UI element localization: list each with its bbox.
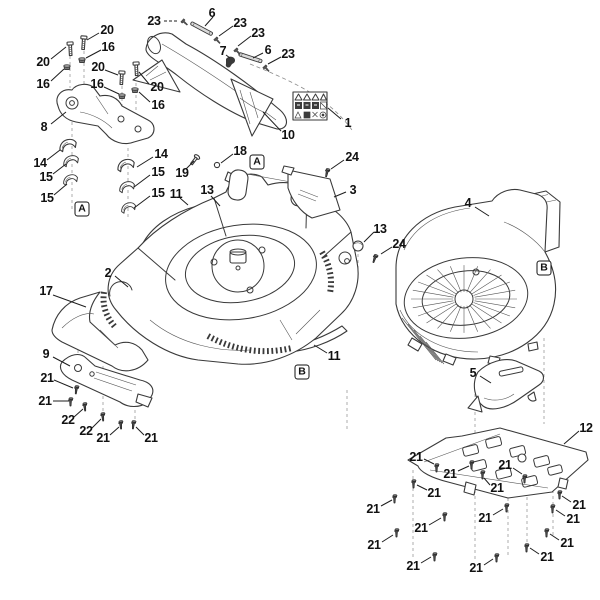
part-number-label: 16 xyxy=(151,97,165,112)
part-number-label: 15 xyxy=(39,169,53,184)
part-number-label: 13 xyxy=(373,221,387,236)
part-number-label: 24 xyxy=(392,236,406,251)
view-reference-marker-B: B xyxy=(294,364,310,380)
part-number-label: 16 xyxy=(90,76,104,91)
part-number-label: 8 xyxy=(40,119,48,134)
part-2-mower-deck xyxy=(100,169,359,365)
part-1-safety-label xyxy=(292,91,328,121)
part-number-label: 17 xyxy=(39,283,53,298)
leader-lines xyxy=(46,16,580,566)
part-number-label: 21 xyxy=(366,501,380,516)
part-number-label: 21 xyxy=(367,537,381,552)
part-number-label: 7 xyxy=(219,43,227,58)
part-number-label: 11 xyxy=(169,186,183,201)
part-number-label: 21 xyxy=(406,558,420,573)
part-number-label: 14 xyxy=(33,155,47,170)
part-number-label: 1 xyxy=(344,115,352,130)
part-number-label: 21 xyxy=(490,480,504,495)
part-number-label: 21 xyxy=(443,466,457,481)
part-number-label: 11 xyxy=(327,348,341,363)
part-number-label: 16 xyxy=(101,39,115,54)
part-13-cap xyxy=(352,240,364,252)
part-number-label: 20 xyxy=(150,79,164,94)
part-number-label: 23 xyxy=(147,13,161,28)
part-7-clip xyxy=(225,56,236,68)
part-number-label: 21 xyxy=(560,535,574,550)
part-number-label: 21 xyxy=(40,370,54,385)
part-number-label: 14 xyxy=(154,146,168,161)
part-number-label: 21 xyxy=(38,393,52,408)
part-number-label: 15 xyxy=(40,190,54,205)
part-number-label: 22 xyxy=(61,412,75,427)
part-number-label: 21 xyxy=(409,449,423,464)
part-number-label: 21 xyxy=(144,430,158,445)
view-reference-marker-A: A xyxy=(249,154,265,170)
part-number-label: 20 xyxy=(36,54,50,69)
part-number-label: 10 xyxy=(281,127,295,142)
part-number-label: 24 xyxy=(345,149,359,164)
part-number-label: 20 xyxy=(100,22,114,37)
part-number-label: 21 xyxy=(469,560,483,575)
part-8-handle-bracket xyxy=(56,83,155,145)
part-number-label: 20 xyxy=(91,59,105,74)
part-number-label: 13 xyxy=(200,182,214,197)
part-number-label: 21 xyxy=(414,520,428,535)
part-number-label: 19 xyxy=(175,165,189,180)
part-number-label: 21 xyxy=(498,457,512,472)
part-18-washer xyxy=(213,161,221,169)
part-number-label: 21 xyxy=(478,510,492,525)
part-12-guard-plate xyxy=(407,427,589,499)
part-number-label: 21 xyxy=(96,430,110,445)
part-17-side-cover xyxy=(51,291,149,372)
part-number-label: 23 xyxy=(281,46,295,61)
part-number-label: 4 xyxy=(464,195,472,210)
part-number-label: 9 xyxy=(42,346,50,361)
parts-14-15-cable-clamps xyxy=(57,137,138,215)
part-number-label: 21 xyxy=(427,485,441,500)
part-number-label: 21 xyxy=(540,549,554,564)
part-3-cover-plate xyxy=(281,165,341,219)
part-9-bracket xyxy=(59,353,154,408)
part-number-label: 5 xyxy=(469,365,477,380)
part-number-label: 3 xyxy=(349,182,357,197)
part-10-deflector-chute xyxy=(132,32,287,137)
part-number-label: 12 xyxy=(579,420,593,435)
part-number-label: 22 xyxy=(79,423,93,438)
part-number-label: 18 xyxy=(233,143,247,158)
part-number-label: 6 xyxy=(264,42,272,57)
part-4-blower-housing xyxy=(395,188,561,366)
part-number-label: 15 xyxy=(151,185,165,200)
part-number-label: 23 xyxy=(251,25,265,40)
part-number-label: 15 xyxy=(151,164,165,179)
view-reference-marker-A: A xyxy=(74,201,90,217)
part-5-bracket xyxy=(467,359,545,413)
part-number-label: 2 xyxy=(104,265,112,280)
part-number-label: 21 xyxy=(572,497,586,512)
part-number-label: 21 xyxy=(566,511,580,526)
part-number-label: 16 xyxy=(36,76,50,91)
part-number-label: 23 xyxy=(233,15,247,30)
view-reference-marker-B: B xyxy=(536,260,552,276)
part-number-label: 6 xyxy=(208,5,216,20)
